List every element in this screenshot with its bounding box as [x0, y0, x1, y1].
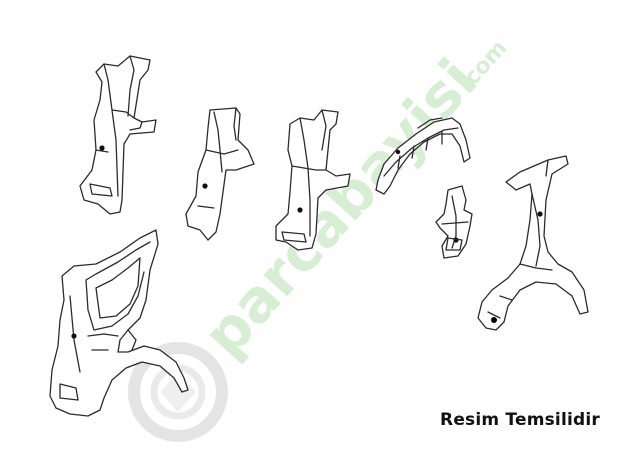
watermark: parcabayisi .com — [190, 36, 512, 370]
part-pillar-middle — [185, 107, 255, 241]
part-small-bracket — [435, 185, 473, 259]
part-rear-quarter-panel-left — [49, 229, 189, 417]
part-inner-wheel-arch — [375, 117, 471, 195]
part-pillar-left — [79, 55, 157, 215]
part-pillar-center — [275, 109, 351, 251]
caption-representative-image: Resim Temsilidir — [440, 410, 600, 430]
part-rear-quarter-inner-right — [477, 155, 589, 331]
